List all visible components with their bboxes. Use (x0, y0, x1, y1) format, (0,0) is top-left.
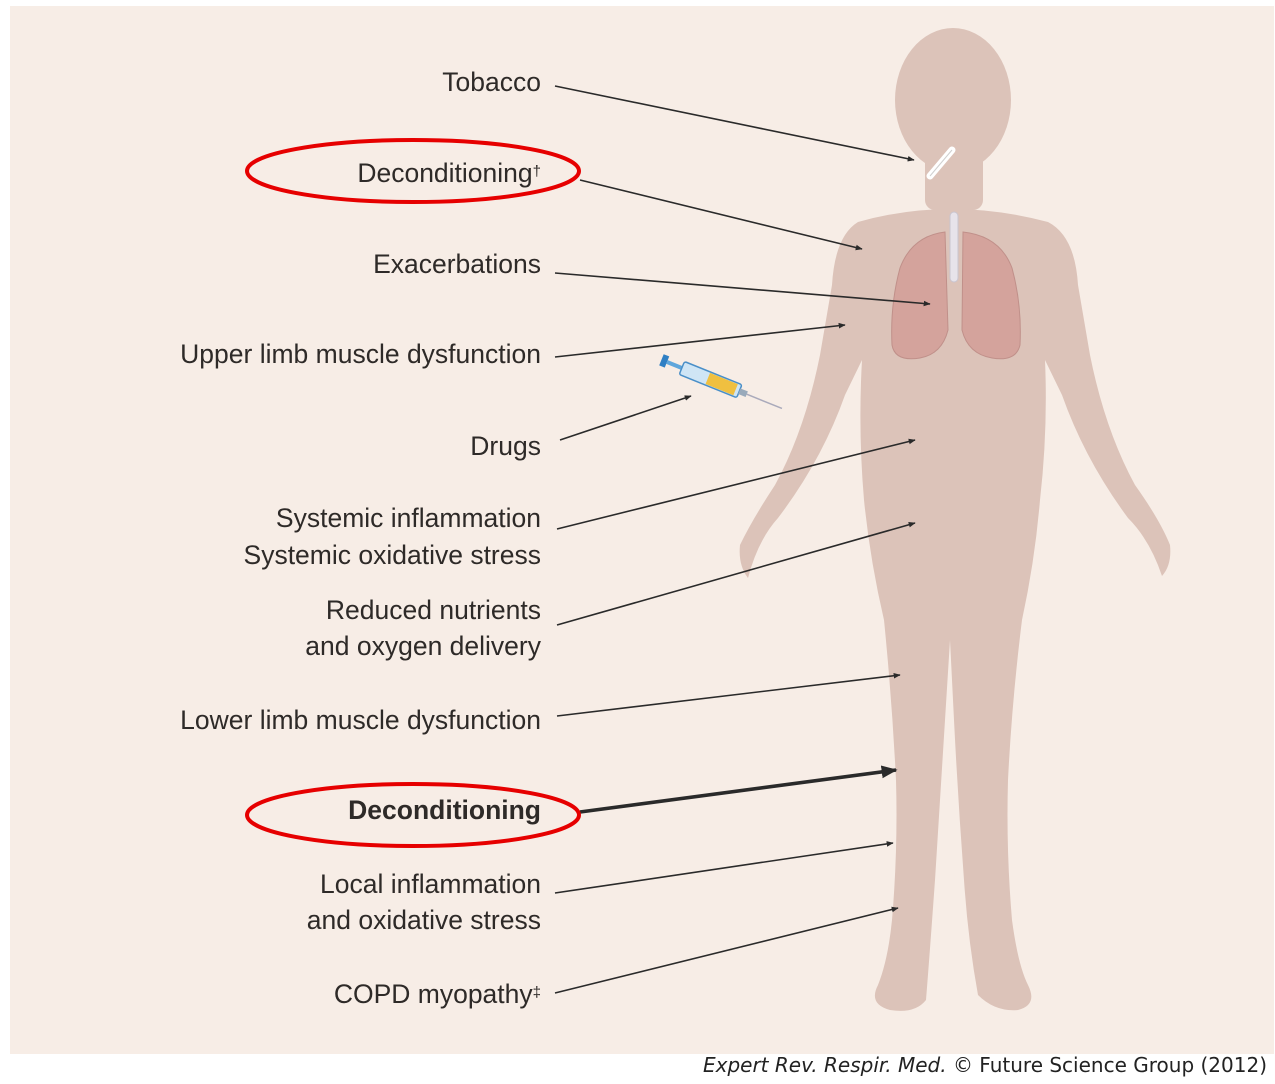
label-copd-myopathy: COPD myopathy‡ (334, 976, 541, 1013)
label-reduced-nutrients: Reduced nutrients (326, 592, 541, 629)
human-silhouette (740, 28, 1171, 1011)
label-oxygen-delivery: and oxygen delivery (305, 628, 541, 665)
arrow-drugs (560, 396, 691, 440)
arrow-tobacco (555, 86, 914, 160)
label-local-inflammation: Local inflammation (320, 866, 541, 903)
label-deconditioning-top: Deconditioning† (357, 155, 541, 192)
copyright-text: © Future Science Group (2012) (953, 1053, 1267, 1077)
arrow-deconditioning-bottom (580, 770, 896, 812)
syringe-icon (659, 353, 785, 415)
label-upper-limb: Upper limb muscle dysfunction (180, 336, 541, 373)
journal-name: Expert Rev. Respir. Med. (703, 1053, 947, 1077)
arrow-nutrients (557, 523, 915, 625)
arrow-local (555, 843, 893, 893)
label-exacerbations: Exacerbations (373, 246, 541, 283)
arrow-lower-limb (557, 675, 900, 716)
label-drugs: Drugs (470, 428, 541, 465)
label-tobacco: Tobacco (442, 64, 541, 101)
label-deconditioning-bottom: Deconditioning (348, 792, 541, 829)
label-systemic-inflammation: Systemic inflammation (276, 500, 541, 537)
label-lower-limb: Lower limb muscle dysfunction (180, 702, 541, 739)
label-local-oxidative: and oxidative stress (307, 902, 541, 939)
arrow-copd (555, 908, 898, 993)
arrow-deconditioning-top (580, 180, 862, 249)
figure-credit: Expert Rev. Respir. Med. © Future Scienc… (703, 1053, 1267, 1077)
arrow-upper-limb (555, 325, 845, 357)
arrow-systemic (557, 440, 915, 529)
dagger-mark: † (533, 163, 541, 180)
double-dagger-mark: ‡ (533, 984, 541, 1001)
label-systemic-oxidative: Systemic oxidative stress (244, 537, 541, 574)
